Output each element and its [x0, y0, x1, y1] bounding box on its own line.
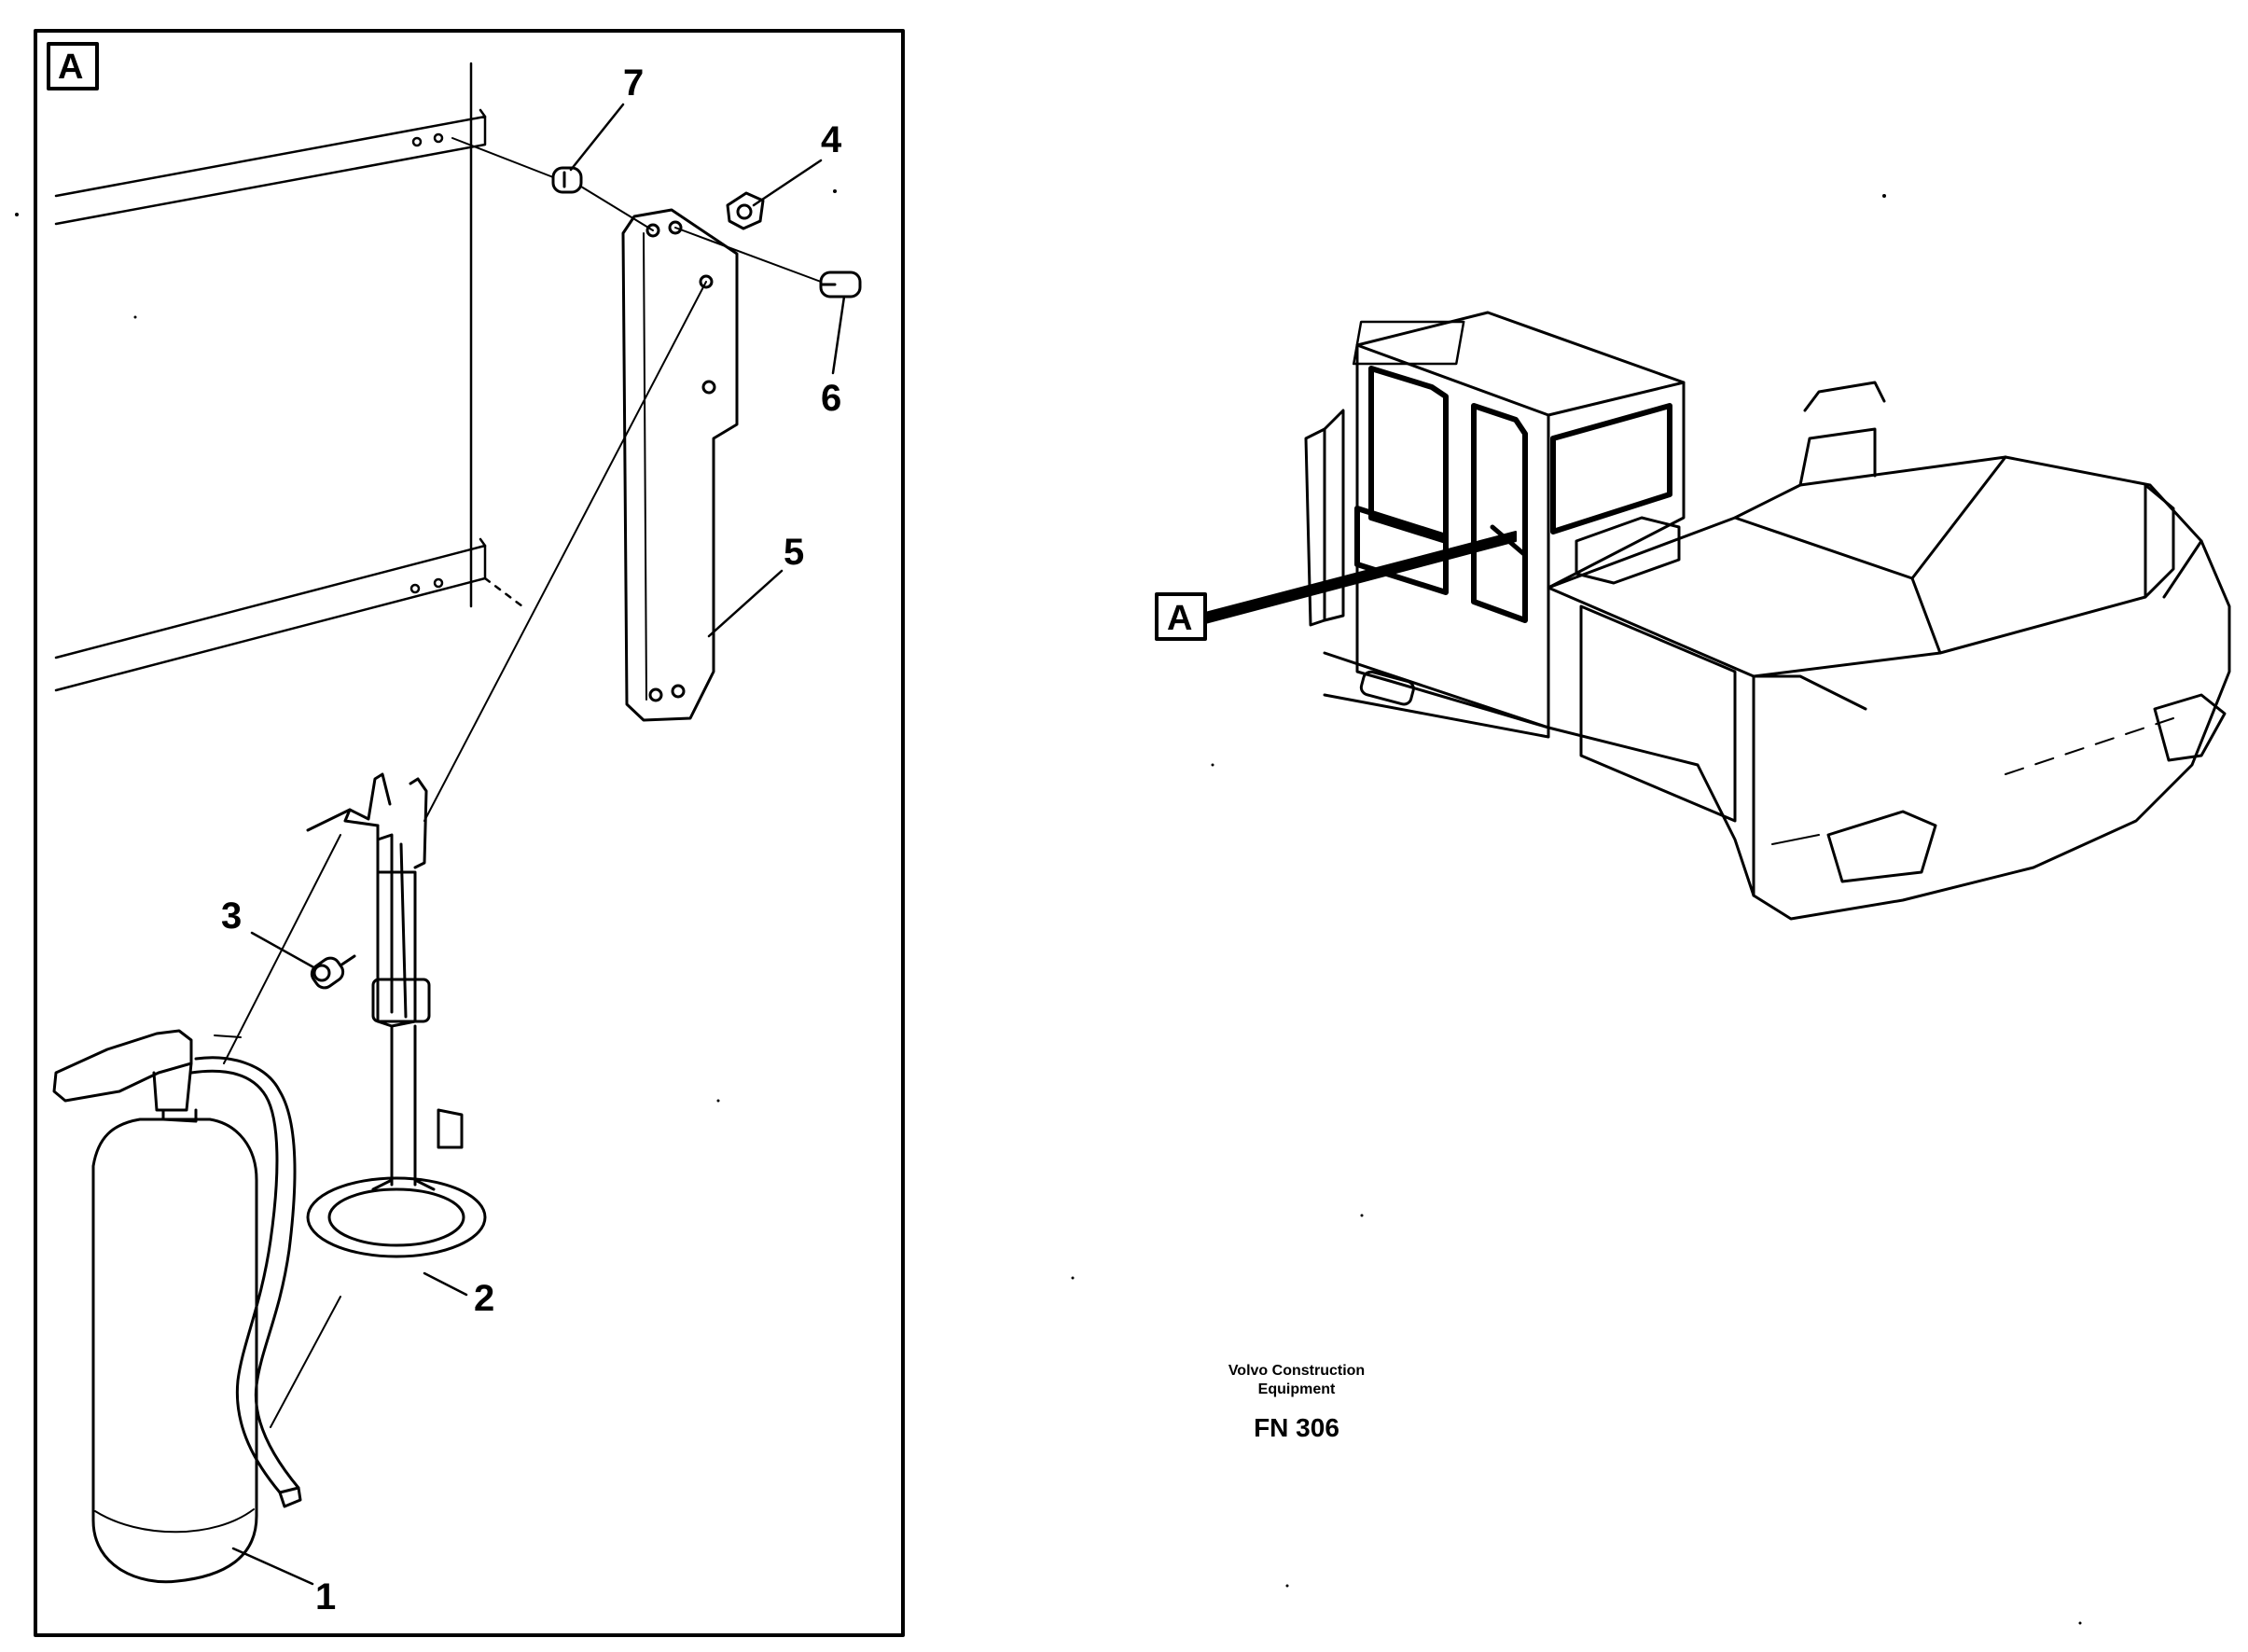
- detail-frame: [34, 29, 905, 1637]
- nut-4: [726, 191, 765, 230]
- callout-1: 1: [315, 1576, 336, 1617]
- screw-6: [819, 271, 862, 298]
- callout-3: 3: [221, 895, 242, 937]
- callout-leaders: [223, 103, 846, 1586]
- callout-4: 4: [821, 119, 842, 160]
- overview-pointer: [1204, 531, 1517, 624]
- company-line-2: Equipment: [1257, 1381, 1336, 1397]
- excavator-overview: [1304, 311, 2231, 921]
- extinguisher-holder: [306, 772, 487, 1258]
- callout-6: 6: [821, 378, 841, 419]
- fire-extinguisher: [52, 1029, 302, 1584]
- overview-label: A: [1167, 599, 1192, 638]
- detail-label: A: [58, 48, 83, 87]
- overview-pointer-tip: [1490, 524, 1528, 558]
- company-line-1: Volvo Construction: [1228, 1363, 1366, 1379]
- cab-frame: [54, 62, 524, 692]
- callout-5: 5: [784, 532, 804, 573]
- screw-3: [310, 954, 356, 990]
- callout-2: 2: [474, 1278, 494, 1319]
- scan-specks: [15, 189, 2082, 1625]
- figure-code: FN 306: [1254, 1413, 1339, 1442]
- callout-7: 7: [623, 62, 644, 104]
- assembly-lines: [423, 137, 822, 822]
- detail-label-box: [47, 42, 99, 90]
- bracket-plate: [621, 208, 739, 722]
- company-caption: Volvo Construction Equipment: [1185, 1362, 1408, 1399]
- fastener-7: [551, 166, 583, 194]
